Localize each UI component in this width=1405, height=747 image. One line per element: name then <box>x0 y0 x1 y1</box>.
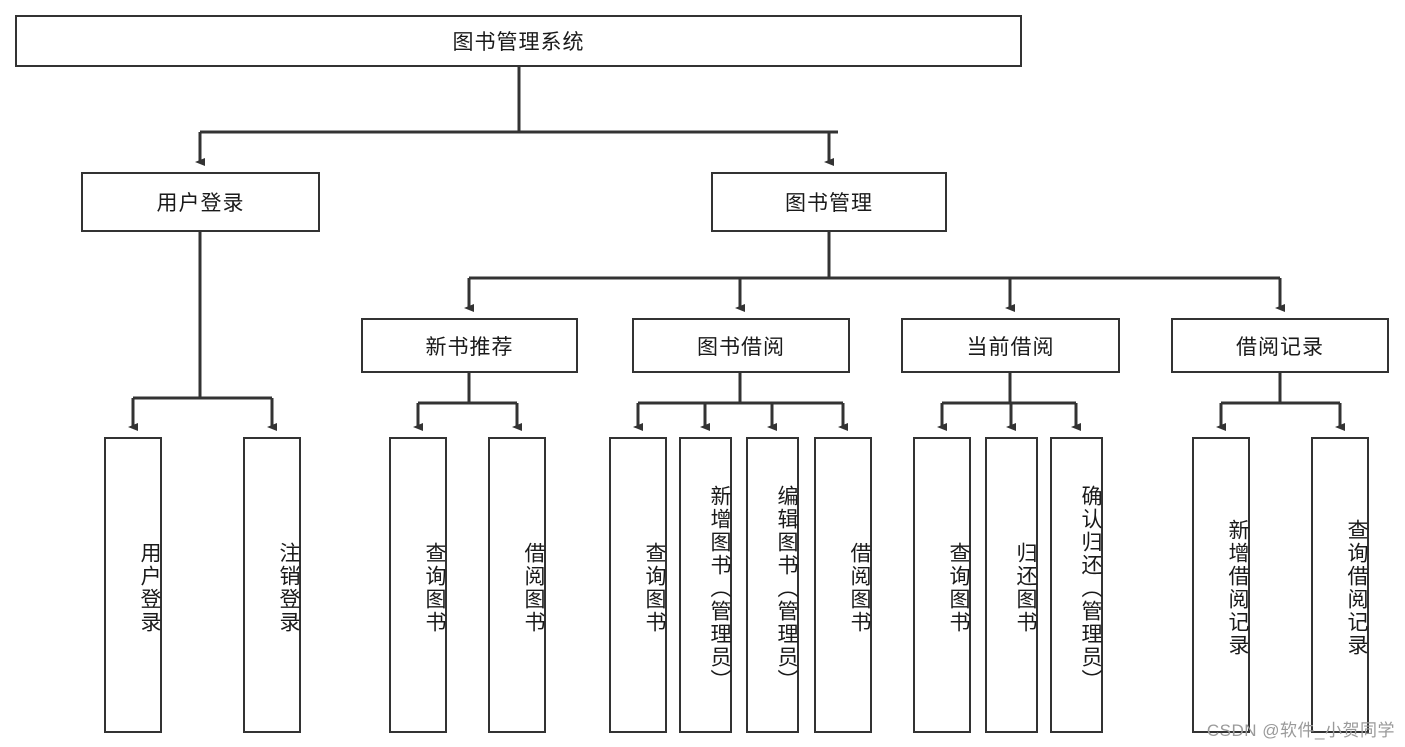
node-book-borrow[interactable]: 图书借阅 <box>632 318 850 373</box>
node-borrow-record[interactable]: 借阅记录 <box>1171 318 1389 373</box>
node-leaf-query-book-3[interactable]: 查询图书 <box>913 437 971 733</box>
node-current-borrow[interactable]: 当前借阅 <box>901 318 1120 373</box>
node-leaf-logout[interactable]: 注销登录 <box>243 437 301 733</box>
node-leaf-add-book[interactable]: 新增图书（管理员） <box>679 437 732 733</box>
node-leaf-add-borrow-record-label: 新增借阅记录 <box>1226 519 1249 657</box>
node-new-book-recommend-label: 新书推荐 <box>425 335 514 359</box>
node-leaf-edit-book[interactable]: 编辑图书（管理员） <box>746 437 799 733</box>
watermark: CSDN @软件_小贺同学 <box>1206 721 1395 740</box>
node-leaf-logout-label: 注销登录 <box>277 542 300 634</box>
node-leaf-return-book[interactable]: 归还图书 <box>985 437 1038 733</box>
node-leaf-edit-book-label: 编辑图书（管理员） <box>775 484 798 692</box>
node-borrow-record-label: 借阅记录 <box>1236 335 1324 359</box>
node-root-label: 图书管理系统 <box>452 31 585 54</box>
node-user-login-label: 用户登录 <box>156 192 245 215</box>
node-new-book-recommend[interactable]: 新书推荐 <box>361 318 578 373</box>
node-leaf-query-book-1-label: 查询图书 <box>423 542 446 634</box>
node-book-borrow-label: 图书借阅 <box>697 335 785 359</box>
node-leaf-confirm-return[interactable]: 确认归还（管理员） <box>1050 437 1103 733</box>
node-leaf-return-book-label: 归还图书 <box>1014 542 1037 634</box>
node-leaf-add-book-label: 新增图书（管理员） <box>708 484 731 692</box>
node-book-management[interactable]: 图书管理 <box>711 172 947 232</box>
node-leaf-query-book-2[interactable]: 查询图书 <box>609 437 667 733</box>
node-leaf-borrow-book-2[interactable]: 借阅图书 <box>814 437 872 733</box>
node-leaf-user-login[interactable]: 用户登录 <box>104 437 162 733</box>
node-user-login[interactable]: 用户登录 <box>81 172 320 232</box>
node-leaf-query-borrow-record[interactable]: 查询借阅记录 <box>1311 437 1369 733</box>
node-leaf-query-borrow-record-label: 查询借阅记录 <box>1345 519 1368 657</box>
node-leaf-add-borrow-record[interactable]: 新增借阅记录 <box>1192 437 1250 733</box>
node-leaf-confirm-return-label: 确认归还（管理员） <box>1079 484 1102 692</box>
node-leaf-borrow-book-1[interactable]: 借阅图书 <box>488 437 546 733</box>
node-root[interactable]: 图书管理系统 <box>15 15 1022 67</box>
node-leaf-borrow-book-2-label: 借阅图书 <box>848 542 871 634</box>
node-leaf-query-book-1[interactable]: 查询图书 <box>389 437 447 733</box>
node-leaf-user-login-label: 用户登录 <box>138 542 161 634</box>
node-book-management-label: 图书管理 <box>785 192 873 215</box>
node-leaf-query-book-3-label: 查询图书 <box>947 542 970 634</box>
node-current-borrow-label: 当前借阅 <box>966 335 1055 359</box>
node-leaf-borrow-book-1-label: 借阅图书 <box>522 542 545 634</box>
node-leaf-query-book-2-label: 查询图书 <box>643 542 666 634</box>
